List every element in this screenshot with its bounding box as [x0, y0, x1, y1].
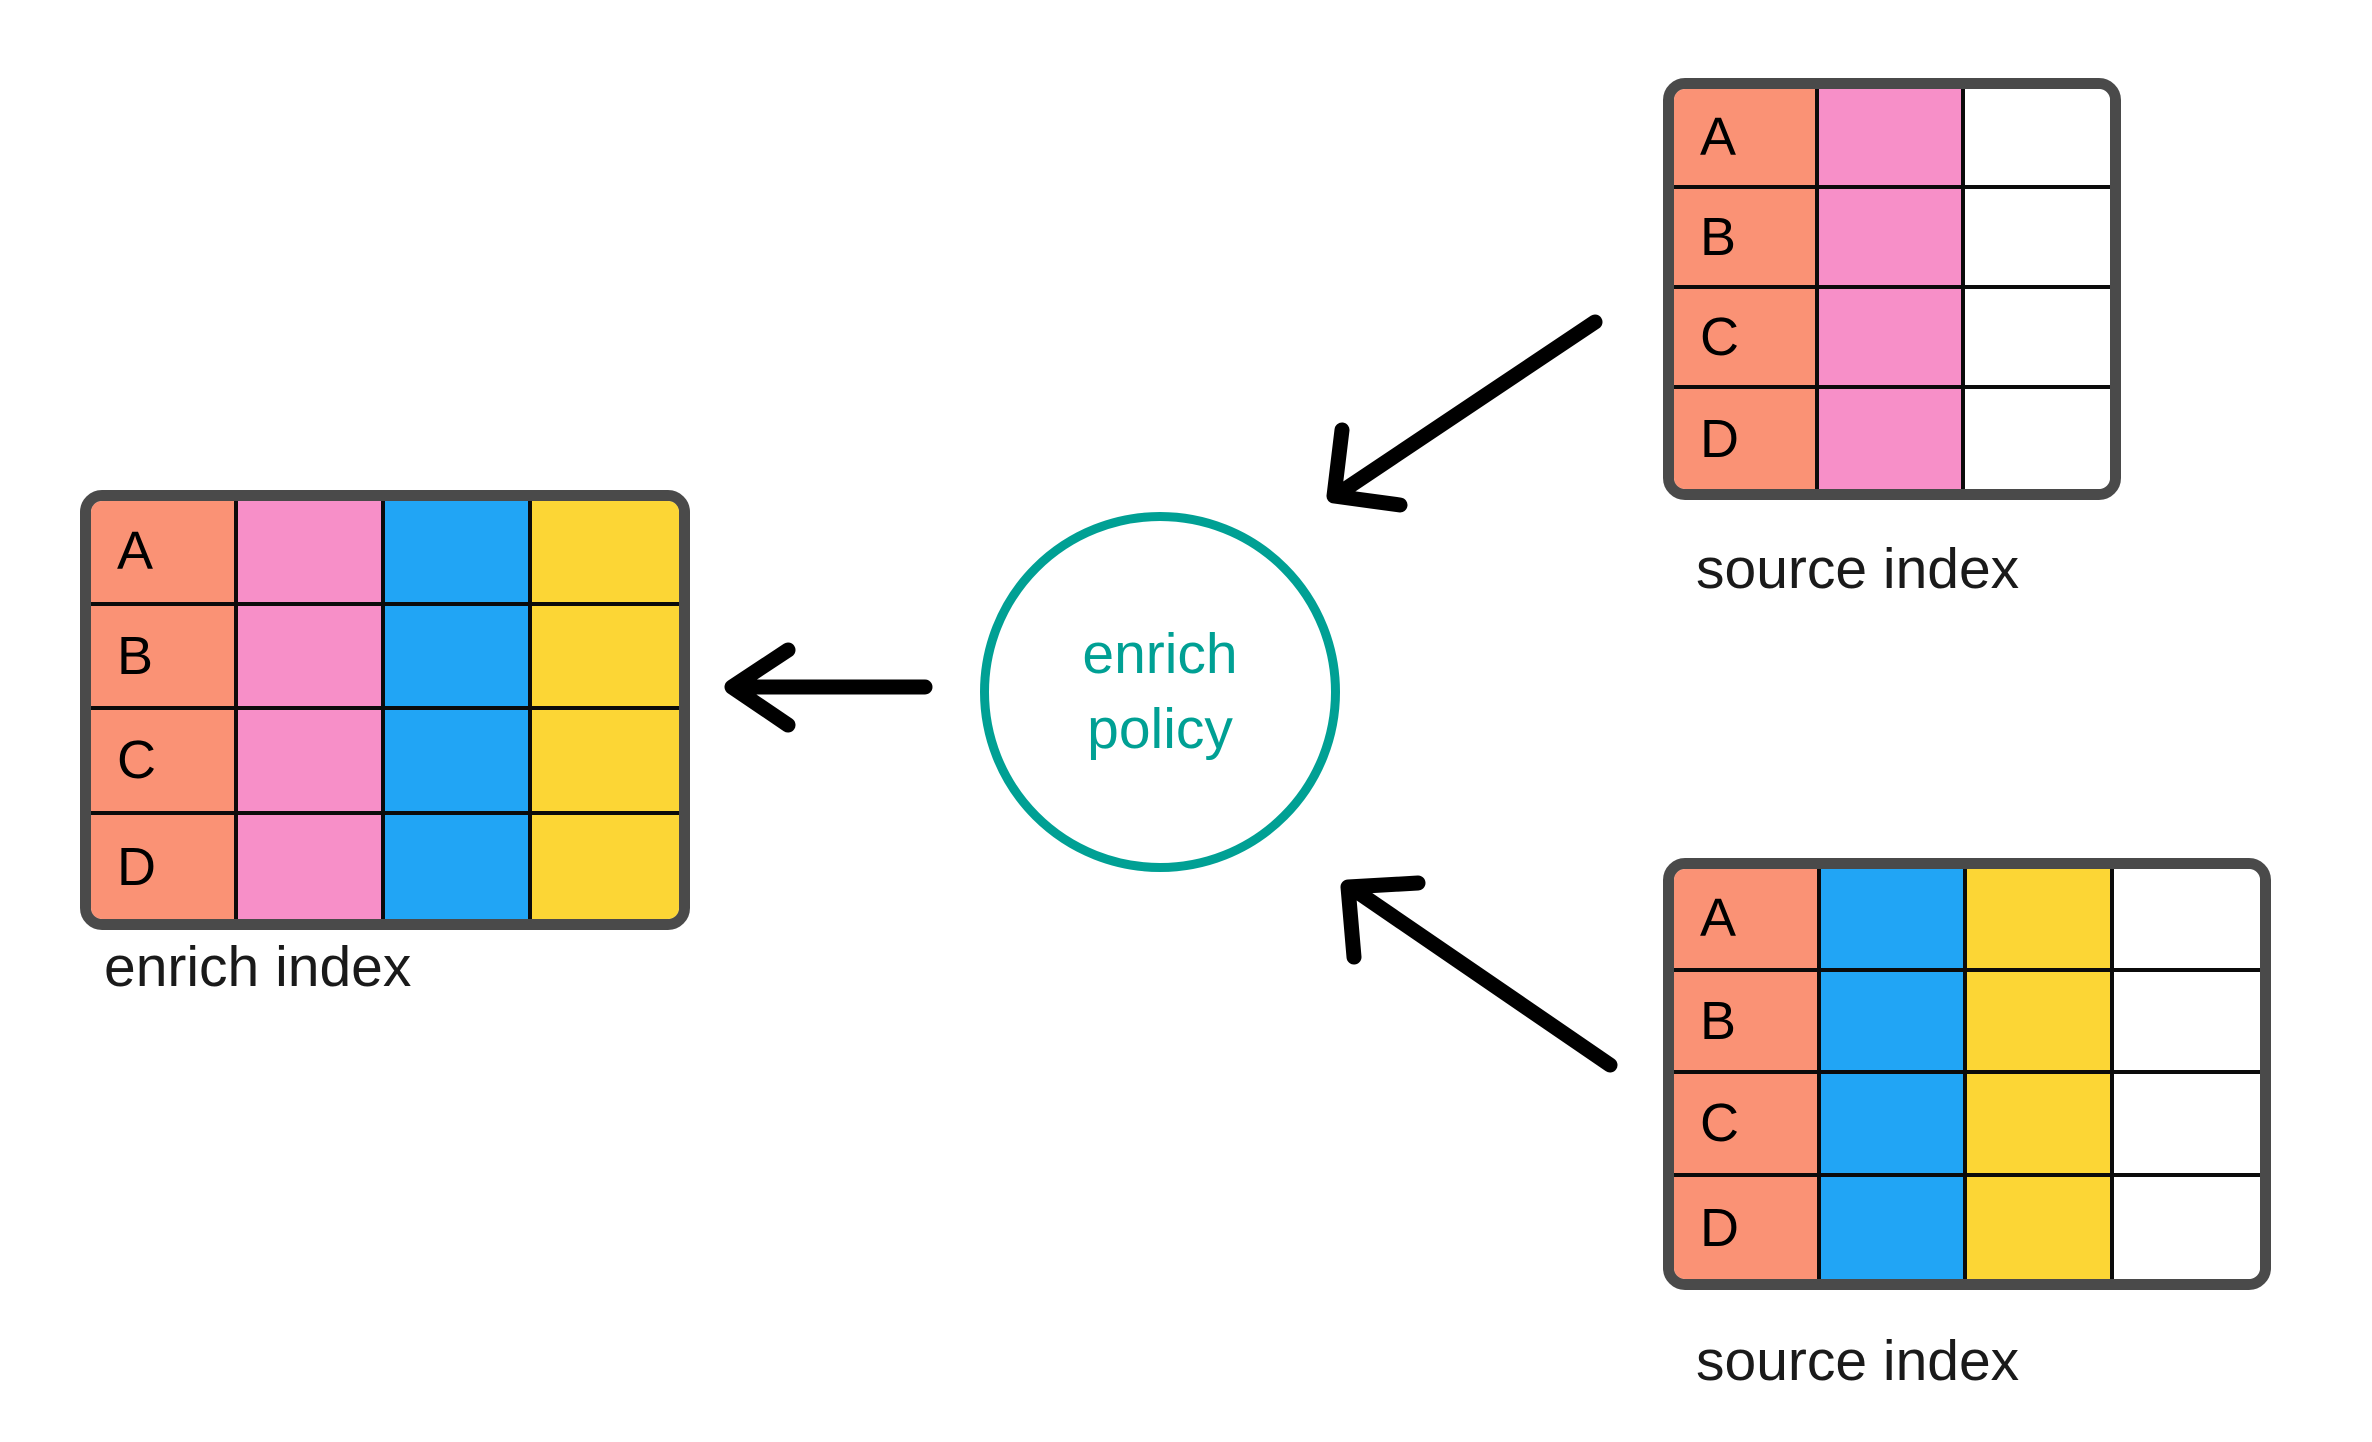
table-cell [1820, 971, 1967, 1074]
enrich-policy-label-line2: policy [1087, 697, 1233, 761]
table-cell [1820, 869, 1967, 972]
arrow-source-top-to-policy [1326, 314, 1603, 513]
table-cell [238, 605, 385, 710]
table-cell [2113, 869, 2260, 972]
table-cell [532, 710, 679, 815]
table-cell-key: A [91, 501, 238, 606]
table-cell-key: D [1674, 389, 1820, 489]
table-cell [1819, 289, 1965, 389]
table-cell [1967, 1176, 2114, 1279]
table-cell-key: D [91, 814, 238, 919]
table-cell [238, 710, 385, 815]
table-cell [238, 814, 385, 919]
table-cell [1967, 971, 2114, 1074]
table-cell-key: C [91, 710, 238, 815]
table-cell-key: C [1674, 1074, 1821, 1177]
arrow-source-bottom-to-policy [1340, 875, 1618, 1073]
table-cell [385, 605, 532, 710]
table-cell-key: B [1674, 971, 1821, 1074]
table-cell [1819, 389, 1965, 489]
table-cell [1819, 189, 1965, 289]
table-cell [532, 605, 679, 710]
enrich-policy-node: enrich policy [980, 512, 1340, 872]
table-cell [1964, 89, 2110, 189]
table-cell [1820, 1074, 1967, 1177]
table-cell [532, 501, 679, 606]
table-cell [532, 814, 679, 919]
enrich-policy-label-line1: enrich [1082, 621, 1238, 686]
table-cell-key: A [1674, 89, 1820, 189]
enrich-index-caption: enrich index [104, 935, 412, 999]
table-cell [1967, 1074, 2114, 1177]
table-cell [1819, 89, 1965, 189]
table-cell [1967, 869, 2114, 972]
table-cell [385, 710, 532, 815]
table-cell-key: B [1674, 189, 1820, 289]
arrow-policy-to-enrich-index [724, 642, 933, 733]
table-cell [2113, 1176, 2260, 1279]
table-cell [1964, 289, 2110, 389]
table-cell [385, 814, 532, 919]
table-cell [1964, 189, 2110, 289]
source-index-bottom-caption: source index [1696, 1329, 2020, 1393]
table-cell [2113, 1074, 2260, 1177]
table-cell-key: D [1674, 1176, 1821, 1279]
source-index-top-caption: source index [1696, 537, 2020, 601]
table-cell [238, 501, 385, 606]
table-cell [1964, 389, 2110, 489]
table-cell-key: C [1674, 289, 1820, 389]
table-cell-key: A [1674, 869, 1821, 972]
table-cell [1820, 1176, 1967, 1279]
table-cell [2113, 971, 2260, 1074]
table-cell-key: B [91, 605, 238, 710]
table-cell [385, 501, 532, 606]
